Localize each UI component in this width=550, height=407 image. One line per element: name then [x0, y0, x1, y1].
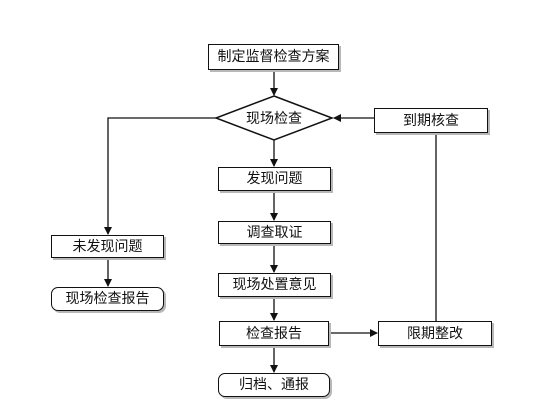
arrow-inspect-to-not-found — [104, 117, 216, 235]
recheck-node: 到期核查 — [374, 108, 488, 133]
rectify-label: 限期整改 — [407, 325, 463, 342]
found-label: 发现问题 — [246, 171, 303, 187]
not-found-label: 未发现问题 — [72, 238, 143, 255]
archive-node: 归档、通报 — [218, 373, 330, 397]
archive-label: 归档、通报 — [239, 377, 309, 393]
report-node: 检查报告 — [219, 321, 329, 346]
recheck-label: 到期核查 — [403, 112, 459, 129]
inspect-label: 现场检查 — [246, 111, 302, 127]
plan-label: 制定监督检查方案 — [217, 49, 330, 65]
found-node: 发现问题 — [218, 167, 331, 191]
disposal-label: 现场处置意见 — [232, 277, 317, 293]
onsite-report-node: 现场检查报告 — [51, 287, 164, 311]
rectify-node: 限期整改 — [378, 321, 492, 346]
disposal-node: 现场处置意见 — [218, 273, 331, 297]
report-label: 检查报告 — [246, 325, 302, 342]
onsite-report-label: 现场检查报告 — [65, 291, 150, 307]
not-found-node: 未发现问题 — [51, 235, 164, 258]
inspect-node: 现场检查 — [216, 106, 332, 130]
plan-node: 制定监督检查方案 — [208, 44, 339, 70]
investigate-node: 调查取证 — [218, 221, 331, 244]
investigate-label: 调查取证 — [246, 224, 303, 241]
